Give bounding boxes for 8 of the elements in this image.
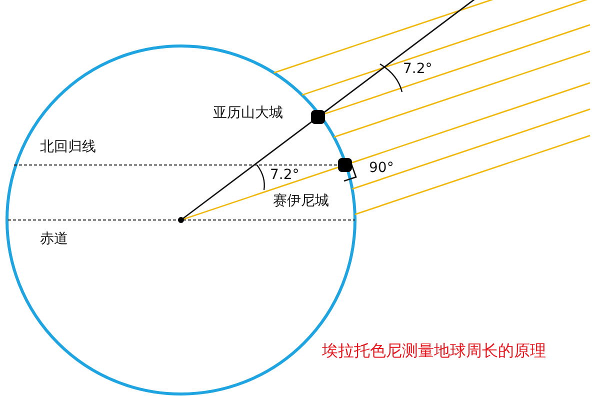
latitude-label: 赤道 <box>40 232 68 246</box>
angle-label: 7.2° <box>270 168 300 182</box>
latitude-label: 北回归线 <box>40 140 96 154</box>
angle-label: 90° <box>369 161 394 175</box>
angle-label: 7.2° <box>403 62 432 76</box>
city-label: 赛伊尼城 <box>273 194 329 208</box>
caption: 埃拉托色尼测量地球周长的原理 <box>322 343 546 359</box>
city-label: 亚历山大城 <box>213 106 283 120</box>
